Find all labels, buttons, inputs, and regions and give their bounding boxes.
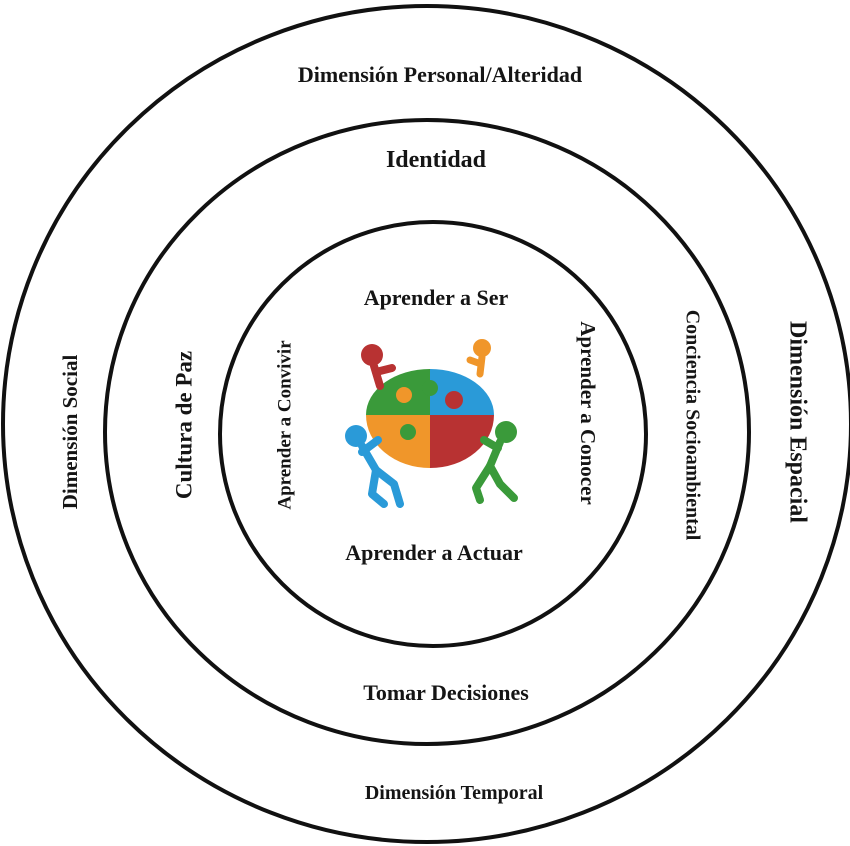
outer-ring — [1, 4, 850, 844]
inner-ring — [218, 220, 648, 648]
outer-bottom-label: Dimensión Temporal — [365, 782, 544, 804]
green-figure — [472, 421, 518, 504]
puzzle-knob — [400, 424, 416, 440]
inner-right-label: Aprender a Conocer — [576, 321, 600, 505]
orange-figure — [466, 339, 491, 378]
middle-bottom-label: Tomar Decisiones — [363, 680, 529, 705]
puzzle-knob — [422, 380, 438, 396]
middle-left-label: Cultura de Paz — [171, 351, 196, 499]
red-figure — [361, 344, 396, 390]
middle-ring — [103, 118, 751, 746]
inner-left-label: Aprender a Convivir — [274, 340, 295, 510]
inner-bottom-label: Aprender a Actuar — [345, 540, 523, 565]
outer-right-label: Dimensión Espacial — [784, 321, 810, 523]
puzzle-knob — [396, 387, 412, 403]
outer-left-label: Dimensión Social — [58, 355, 82, 510]
puzzle-piece-red — [430, 415, 494, 468]
blue-figure — [345, 425, 404, 508]
middle-right-label: Conciencia Socioambiental — [681, 310, 703, 541]
puzzle-people-icon — [345, 339, 518, 508]
outer-top-label: Dimensión Personal/Alteridad — [298, 62, 582, 87]
middle-top-label: Identidad — [386, 147, 487, 173]
inner-top-label: Aprender a Ser — [364, 285, 509, 310]
puzzle-knob — [445, 391, 463, 409]
puzzle-piece-blue — [430, 369, 494, 415]
